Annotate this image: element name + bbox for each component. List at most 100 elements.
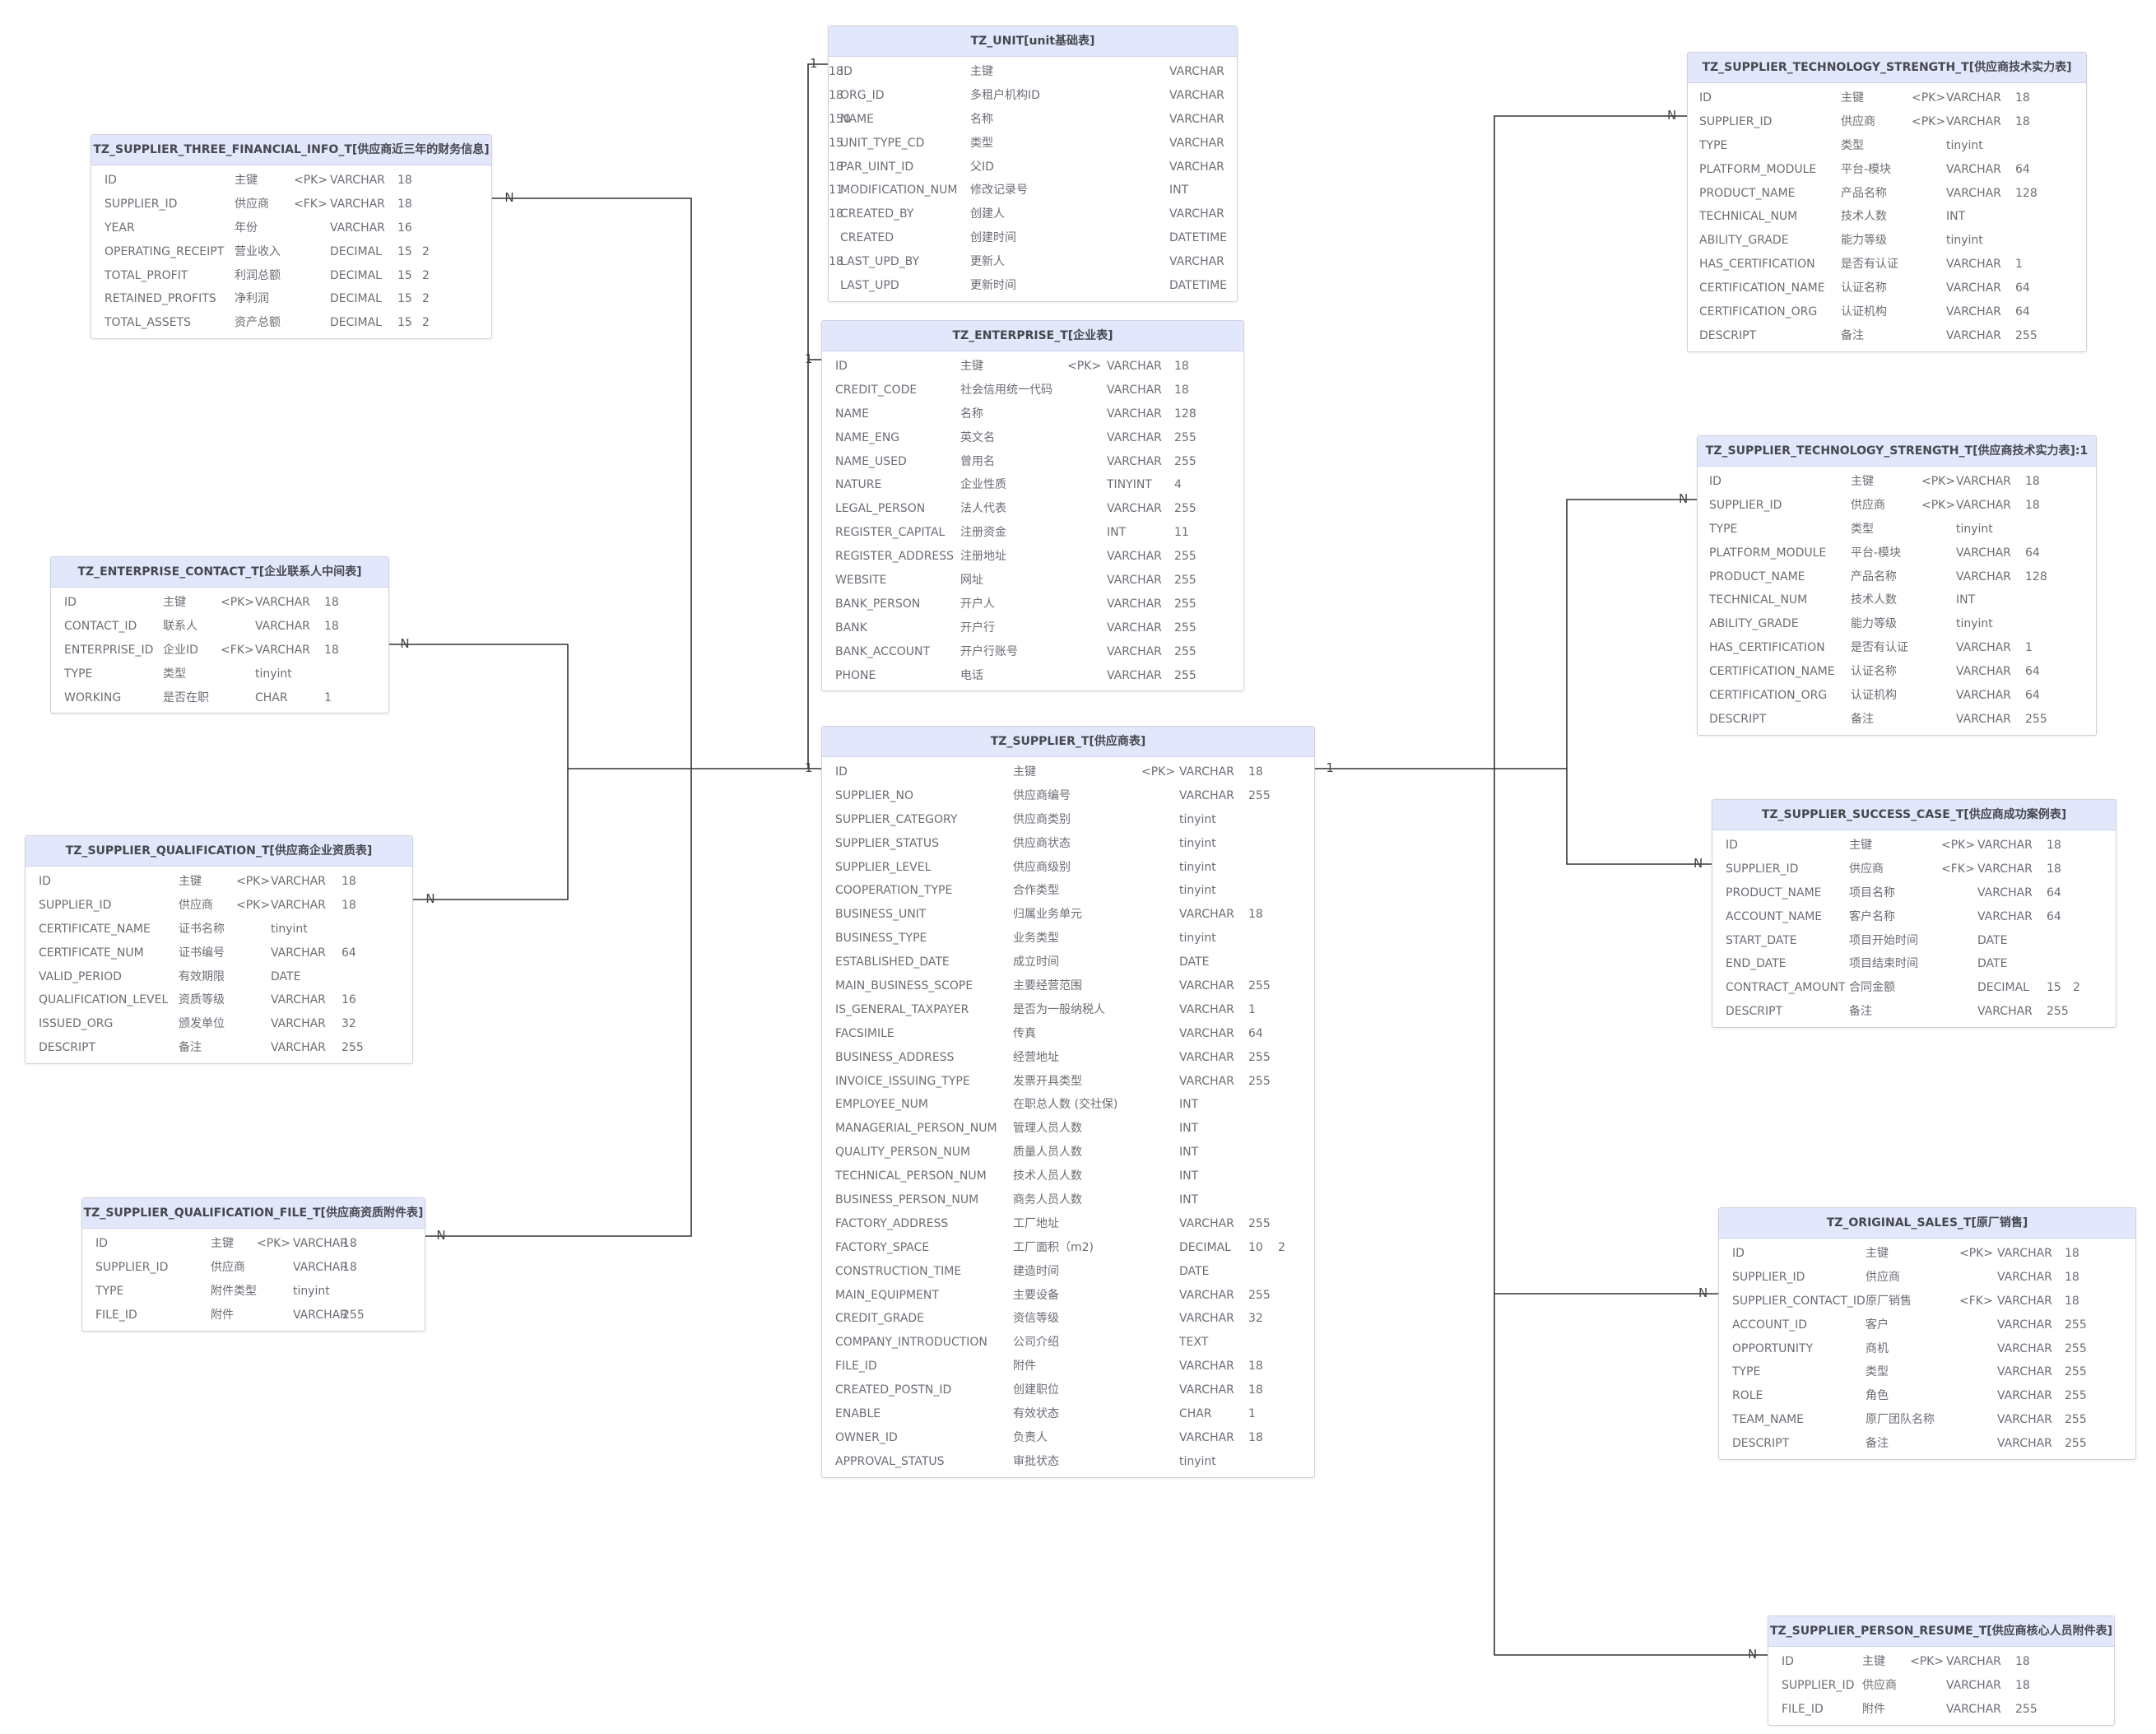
table-resume[interactable]: TZ_SUPPLIER_PERSON_RESUME_T[供应商核心人员附件表]I…	[1768, 1615, 2115, 1726]
table-qualfile[interactable]: TZ_SUPPLIER_QUALIFICATION_FILE_T[供应商资质附件…	[81, 1197, 425, 1332]
